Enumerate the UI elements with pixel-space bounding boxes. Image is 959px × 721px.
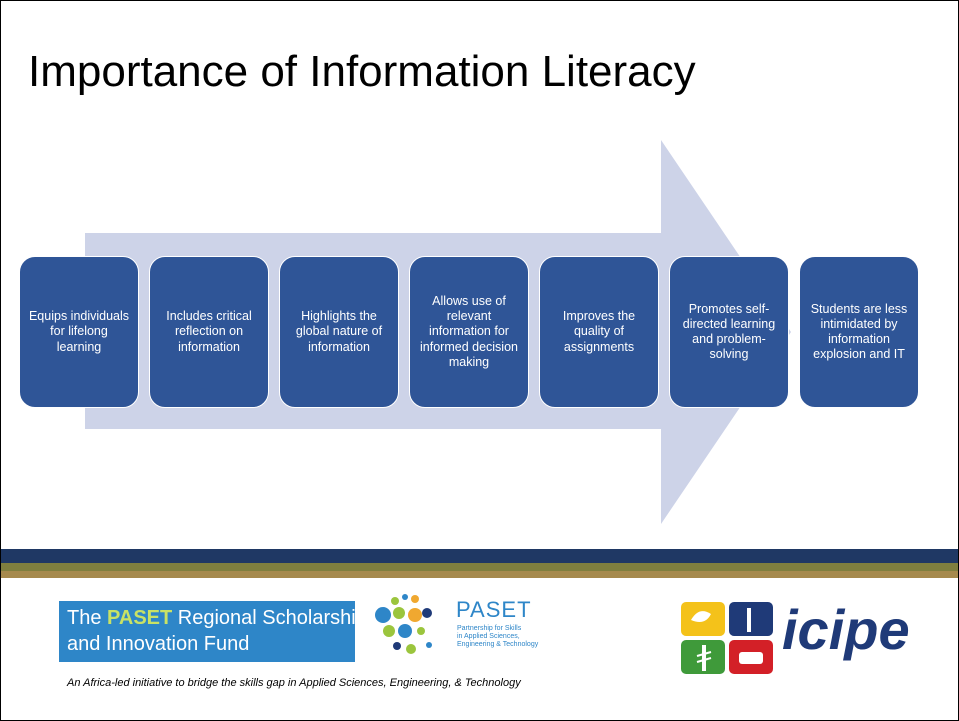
step-text-2: Includes critical reflection on informat… <box>166 309 252 354</box>
step-box-2: Includes critical reflection on informat… <box>149 256 269 408</box>
step-text-4: Allows use of relevant information for i… <box>420 293 518 369</box>
step-text-3: Highlights the global nature of informat… <box>295 309 383 354</box>
step-box-7: Students are less intimidated by informa… <box>799 256 919 408</box>
icipe-logo-text: icipe <box>782 598 910 661</box>
paset-banner-line1: The PASET Regional Scholarship <box>67 607 367 630</box>
paset-banner-line2: and Innovation Fund <box>67 633 250 655</box>
step-text-6: Promotes self-directed learning and prob… <box>682 301 776 362</box>
footer-divider-olive <box>1 563 958 571</box>
step-box-6: Promotes self-directed learning and prob… <box>669 256 789 408</box>
step-box-5: Improves the quality of assignments <box>539 256 659 408</box>
paset-sub-line3: Engineering & Technology <box>457 641 539 649</box>
step-box-4: Allows use of relevant information for i… <box>409 256 529 408</box>
icipe-quad-logo-icon <box>681 602 773 674</box>
paset-fund-banner: The PASET Regional Scholarship and Innov… <box>59 601 367 662</box>
footer-divider-gold <box>1 571 958 578</box>
step-text-7: Students are less intimidated by informa… <box>810 301 908 362</box>
paset-banner-line1-rest: Regional Scholarship <box>177 607 367 629</box>
step-text-5: Improves the quality of assignments <box>562 309 636 354</box>
step-text-1: Equips individuals for lifelong learning <box>28 309 130 354</box>
step-box-3: Highlights the global nature of informat… <box>279 256 399 408</box>
paset-logo-name: PASET <box>456 597 532 622</box>
step-box-1: Equips individuals for lifelong learning <box>19 256 139 408</box>
paset-sub-line1: Partnership for Skills <box>457 625 522 632</box>
paset-logo-subtitle: Partnership for Skills in Applied Scienc… <box>457 625 538 649</box>
paset-banner-highlight: PASET <box>107 607 173 629</box>
footer-tagline: An Africa-led initiative to bridge the s… <box>67 677 521 689</box>
slide-title: Importance of Information Literacy <box>28 47 696 96</box>
footer-divider-blue <box>1 549 958 563</box>
paset-sub-line2: in Applied Sciences, <box>457 633 520 641</box>
paset-banner-prefix: The <box>67 607 102 629</box>
paset-dots-logo-icon <box>375 594 432 654</box>
